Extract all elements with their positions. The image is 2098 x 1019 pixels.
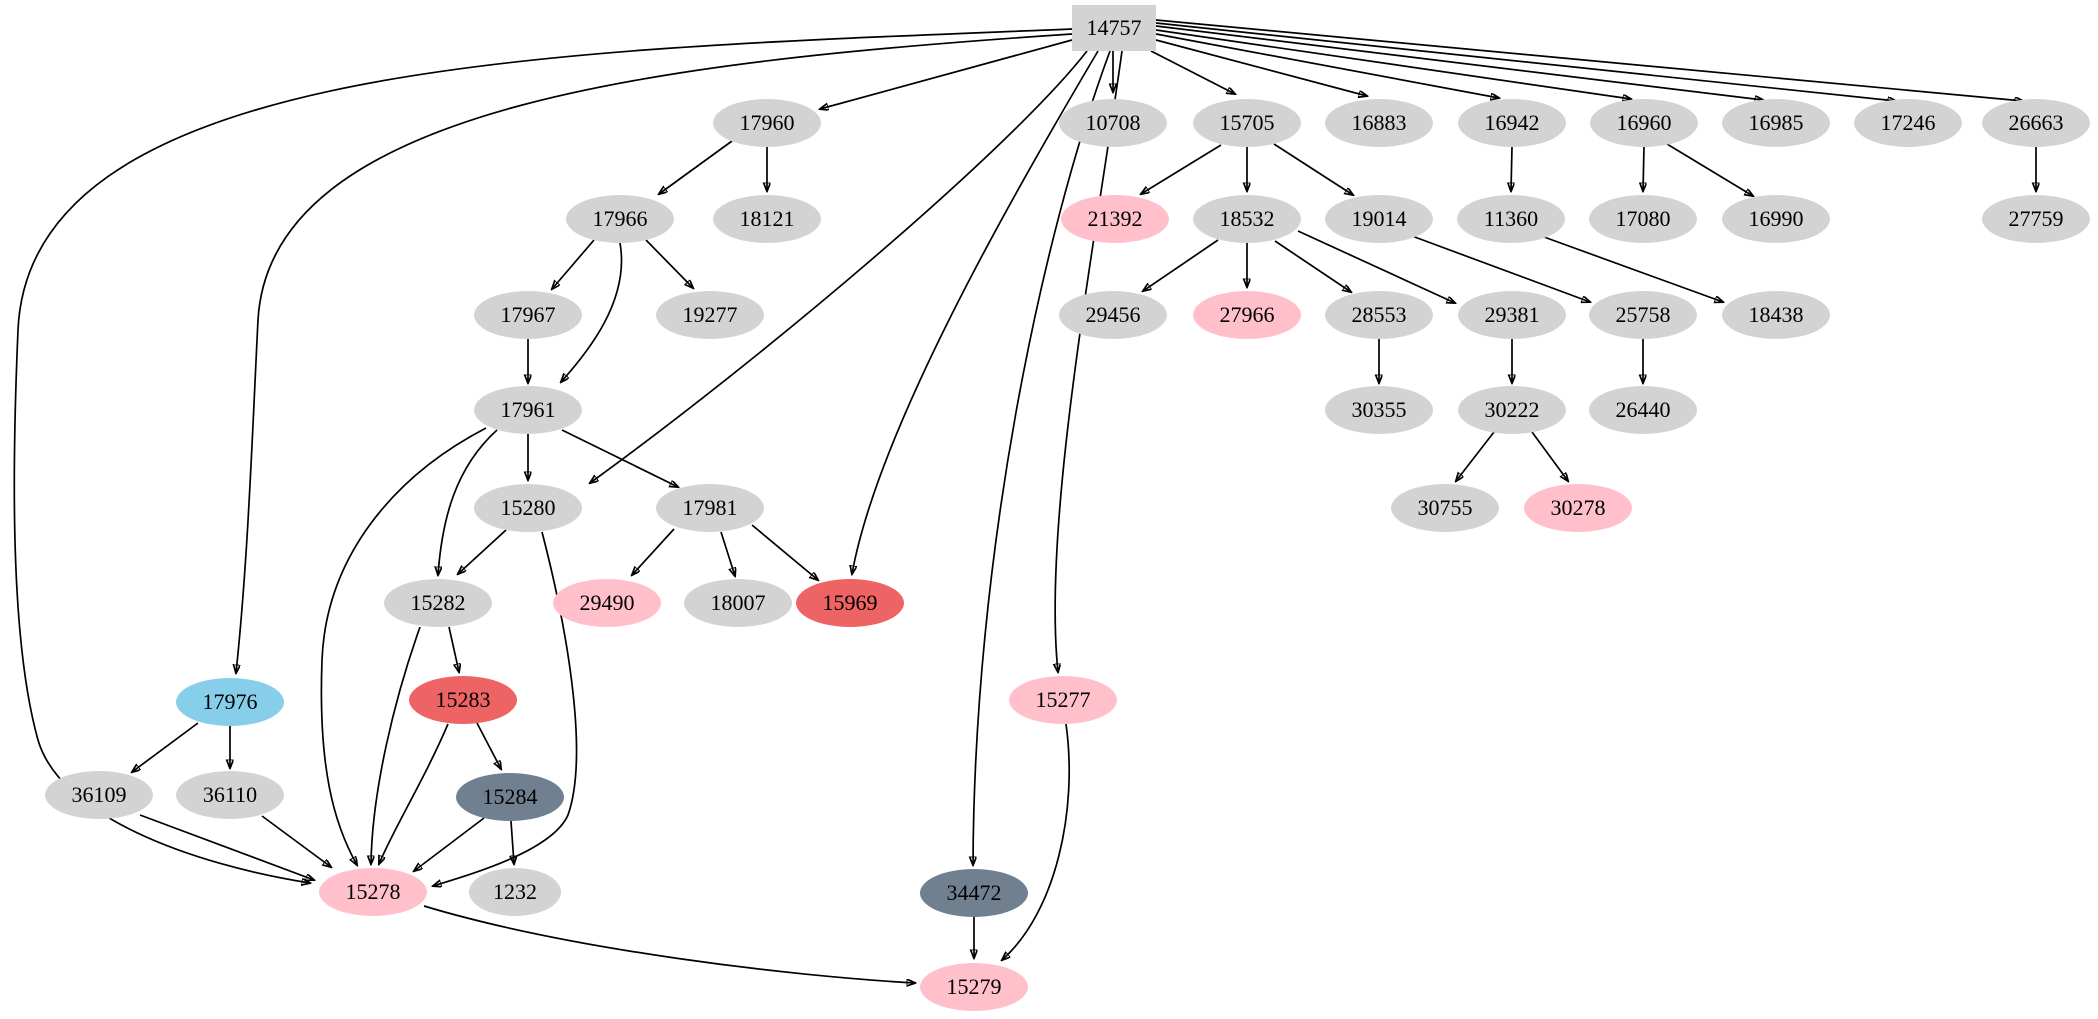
edge-14757-16942 — [1155, 33, 1499, 98]
node-26663: 26663 — [1982, 99, 2090, 147]
edge-17976-36109 — [132, 722, 199, 772]
node-27966: 27966 — [1193, 291, 1301, 339]
edge-17966-17967 — [552, 239, 595, 289]
edge-14757-16883 — [1155, 39, 1367, 96]
edge-36110-15278 — [261, 815, 331, 867]
node-15283: 15283 — [409, 676, 517, 724]
edge-16960-17080 — [1643, 146, 1644, 191]
edge-14757-17960 — [820, 39, 1073, 109]
node-17246: 17246 — [1854, 99, 1962, 147]
edge-17981-18007 — [720, 531, 735, 576]
edge-18532-29456 — [1143, 239, 1219, 291]
node-17961: 17961 — [474, 386, 582, 434]
node-26440: 26440 — [1589, 386, 1697, 434]
node-15969: 15969 — [796, 579, 904, 627]
node-36109: 36109 — [45, 771, 153, 819]
edge-15282-15283 — [448, 626, 459, 672]
edge-15705-19014 — [1273, 143, 1353, 195]
edge-14757-17976 — [236, 33, 1073, 673]
edge-15284-1232 — [511, 820, 514, 864]
edge-14757-15705 — [1150, 50, 1235, 94]
edge-14757-15969 — [852, 50, 1099, 574]
edge-14757-16960 — [1155, 29, 1631, 99]
node-15705: 15705 — [1193, 99, 1301, 147]
node-29490: 29490 — [553, 579, 661, 627]
edge-16942-11360 — [1511, 146, 1512, 191]
node-34472: 34472 — [920, 869, 1028, 917]
node-15277: 15277 — [1009, 676, 1117, 724]
edge-14757-16985 — [1155, 25, 1763, 100]
node-15279: 15279 — [920, 963, 1028, 1011]
edge-14757-15278 — [13, 28, 1073, 883]
node-17080: 17080 — [1589, 195, 1697, 243]
node-16985: 16985 — [1722, 99, 1830, 147]
node-29381: 29381 — [1458, 291, 1566, 339]
node-18007: 18007 — [684, 579, 792, 627]
node-27759: 27759 — [1982, 195, 2090, 243]
node-10708: 10708 — [1059, 99, 1167, 147]
node-28553: 28553 — [1325, 291, 1433, 339]
edge-17960-17966 — [659, 140, 733, 194]
edge-18532-29381 — [1297, 230, 1455, 303]
edge-17981-29490 — [632, 528, 675, 575]
node-18121: 18121 — [713, 195, 821, 243]
node-30355: 30355 — [1325, 386, 1433, 434]
edge-15705-21392 — [1141, 144, 1222, 194]
edge-15278-15279 — [423, 905, 915, 983]
node-25758: 25758 — [1589, 291, 1697, 339]
node-16883: 16883 — [1325, 99, 1433, 147]
edge-17961-17981 — [561, 429, 678, 487]
node-16990: 16990 — [1722, 195, 1830, 243]
node-15284: 15284 — [456, 773, 564, 821]
edge-17981-15969 — [751, 524, 818, 580]
node-19277: 19277 — [656, 291, 764, 339]
node-18532: 18532 — [1193, 195, 1301, 243]
node-1232: 1232 — [469, 868, 561, 916]
edge-17961-15278 — [320, 427, 487, 865]
node-17960: 17960 — [713, 99, 821, 147]
edge-14757-26663 — [1155, 19, 2023, 101]
node-16960: 16960 — [1590, 99, 1698, 147]
edge-15280-15282 — [458, 529, 507, 574]
node-30278: 30278 — [1524, 484, 1632, 532]
node-21392: 21392 — [1061, 195, 1169, 243]
node-30755: 30755 — [1391, 484, 1499, 532]
node-29456: 29456 — [1059, 291, 1167, 339]
edge-36109-15278 — [139, 814, 314, 880]
node-15282: 15282 — [384, 579, 492, 627]
edge-30222-30755 — [1456, 431, 1495, 481]
edge-19014-25758 — [1411, 235, 1590, 302]
edge-14757-34472 — [973, 50, 1111, 865]
node-17976: 17976 — [176, 678, 284, 726]
edge-18532-28553 — [1274, 240, 1351, 292]
edge-15280-15278 — [433, 531, 578, 886]
node-11360: 11360 — [1457, 195, 1565, 243]
edge-14757-15280 — [590, 50, 1088, 483]
edge-15282-15278 — [371, 626, 421, 864]
edge-17961-15282 — [438, 429, 498, 575]
node-19014: 19014 — [1325, 195, 1433, 243]
node-18438: 18438 — [1722, 291, 1830, 339]
edge-15277-15279 — [1002, 723, 1071, 960]
node-15278: 15278 — [319, 868, 427, 916]
edge-16960-16990 — [1666, 143, 1753, 196]
node-36110: 36110 — [176, 771, 284, 819]
edge-17966-17961 — [561, 242, 623, 382]
node-14757: 14757 — [1072, 5, 1156, 51]
node-30222: 30222 — [1458, 386, 1566, 434]
node-17966: 17966 — [566, 195, 674, 243]
edge-14757-17246 — [1155, 22, 1896, 101]
edge-30222-30278 — [1531, 431, 1568, 481]
node-17967: 17967 — [474, 291, 582, 339]
edge-15283-15284 — [476, 722, 501, 769]
edge-15284-15278 — [414, 817, 485, 871]
node-15280: 15280 — [474, 484, 582, 532]
node-16942: 16942 — [1458, 99, 1566, 147]
edge-11360-18438 — [1543, 236, 1723, 302]
node-17981: 17981 — [656, 484, 764, 532]
edge-15283-15278 — [379, 723, 449, 864]
edge-17966-19277 — [645, 239, 693, 288]
